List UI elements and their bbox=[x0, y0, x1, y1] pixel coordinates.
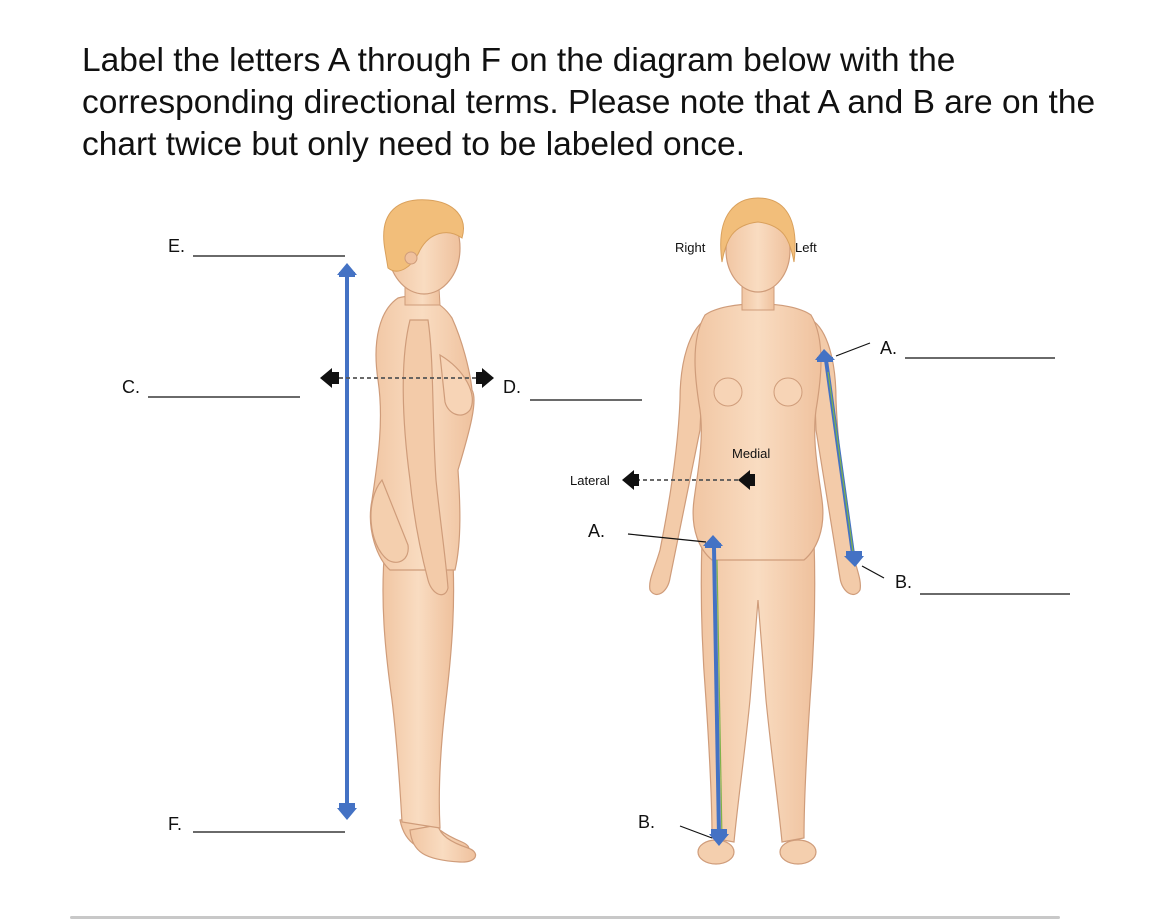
front-breast-left bbox=[773, 377, 803, 407]
front-torso bbox=[692, 303, 824, 561]
label-leg-b: B. bbox=[638, 812, 655, 832]
label-d: D. bbox=[503, 377, 521, 397]
medial-lateral-arrow bbox=[622, 470, 755, 490]
bottom-divider bbox=[70, 916, 1060, 919]
arm-leader-b bbox=[861, 565, 885, 579]
lateral-arrow-head bbox=[622, 470, 634, 490]
leg-leader-a bbox=[627, 533, 707, 543]
label-lateral: Lateral bbox=[570, 473, 610, 488]
side-vertical-arrow bbox=[337, 263, 357, 820]
front-foot-right bbox=[697, 839, 735, 865]
label-right: Right bbox=[675, 240, 706, 255]
front-legs bbox=[700, 539, 816, 843]
leg-arrow-down bbox=[709, 834, 729, 846]
front-left-arm-figure bbox=[649, 318, 706, 595]
arm-arrow-down bbox=[844, 556, 864, 567]
label-arm-a: A. bbox=[880, 338, 897, 358]
side-arm bbox=[402, 319, 449, 596]
label-e: E. bbox=[168, 236, 185, 256]
side-breast bbox=[439, 353, 473, 416]
side-ear bbox=[404, 251, 418, 265]
instructions-text: Label the letters A through F on the dia… bbox=[82, 42, 1096, 163]
side-view-figure bbox=[369, 199, 477, 863]
label-c: C. bbox=[122, 377, 140, 397]
side-legs bbox=[382, 544, 455, 829]
front-breast-right bbox=[713, 377, 743, 407]
front-foot-left bbox=[779, 839, 817, 865]
arm-leader-a bbox=[835, 342, 871, 357]
label-leg-a: A. bbox=[588, 521, 605, 541]
arrow-left-head bbox=[320, 368, 332, 388]
arrow-right-head bbox=[482, 368, 494, 388]
side-foot-front bbox=[409, 824, 477, 863]
front-hair bbox=[720, 197, 796, 263]
arrow-down-head bbox=[337, 808, 357, 820]
label-left: Left bbox=[795, 240, 817, 255]
label-arm-b: B. bbox=[895, 572, 912, 592]
label-f: F. bbox=[168, 814, 182, 834]
leg-leader-b bbox=[679, 825, 713, 839]
arm-arrow bbox=[815, 349, 864, 567]
side-buttock bbox=[370, 478, 409, 563]
front-view-figure bbox=[649, 197, 861, 865]
medial-arrow-head bbox=[738, 470, 750, 490]
label-medial: Medial bbox=[732, 446, 770, 461]
leg-arrow bbox=[703, 535, 729, 846]
side-horizontal-arrow bbox=[320, 368, 494, 388]
